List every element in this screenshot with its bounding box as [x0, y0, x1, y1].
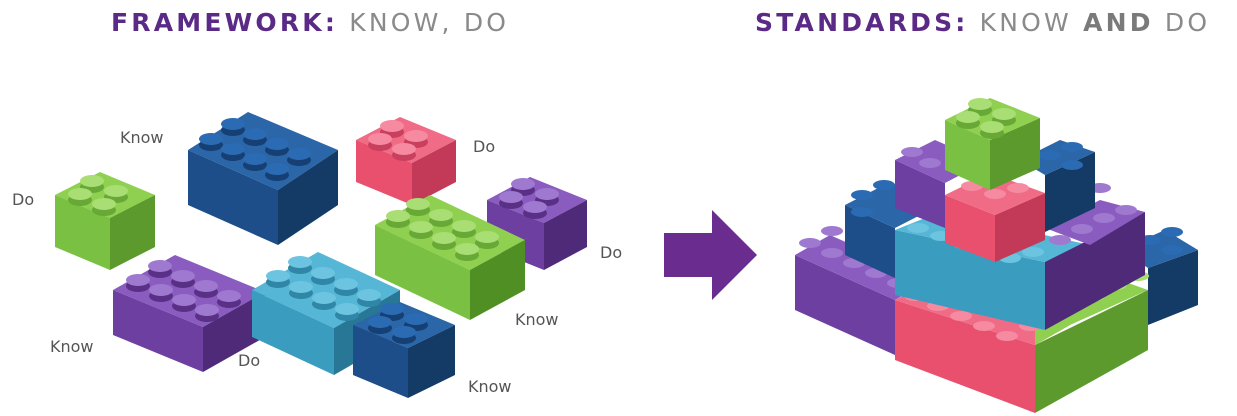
standards-heading-know: KNOW — [979, 8, 1072, 37]
label-know-green: Know — [515, 310, 559, 329]
standards-heading-do: DO — [1164, 8, 1211, 37]
standards-heading-strong: STANDARDS: — [755, 8, 969, 37]
arrow-right-icon — [664, 210, 757, 300]
left-brick-red — [356, 117, 456, 205]
framework-heading-rest: KNOW, DO — [349, 8, 510, 37]
framework-heading: FRAMEWORK: KNOW, DO — [111, 8, 509, 37]
label-do-right: Do — [600, 243, 623, 262]
left-brick-purple-large — [113, 255, 265, 372]
left-brick-blue-small — [353, 302, 455, 398]
label-do-red: Do — [473, 137, 496, 156]
pyramid-stack — [795, 98, 1198, 413]
left-brick-blue-large — [188, 112, 338, 245]
standards-heading-and: AND — [1083, 8, 1154, 37]
label-know-purple: Know — [50, 337, 94, 356]
framework-heading-strong: FRAMEWORK: — [111, 8, 339, 37]
label-do-teal: Do — [238, 351, 261, 370]
label-do-left: Do — [12, 190, 35, 209]
label-know-top: Know — [120, 128, 164, 147]
left-brick-green-large — [375, 195, 525, 320]
standards-heading: STANDARDS: KNOW AND DO — [755, 8, 1210, 37]
left-brick-purple-small — [487, 177, 587, 270]
left-brick-green-small — [55, 172, 155, 270]
label-know-blue: Know — [468, 377, 512, 396]
